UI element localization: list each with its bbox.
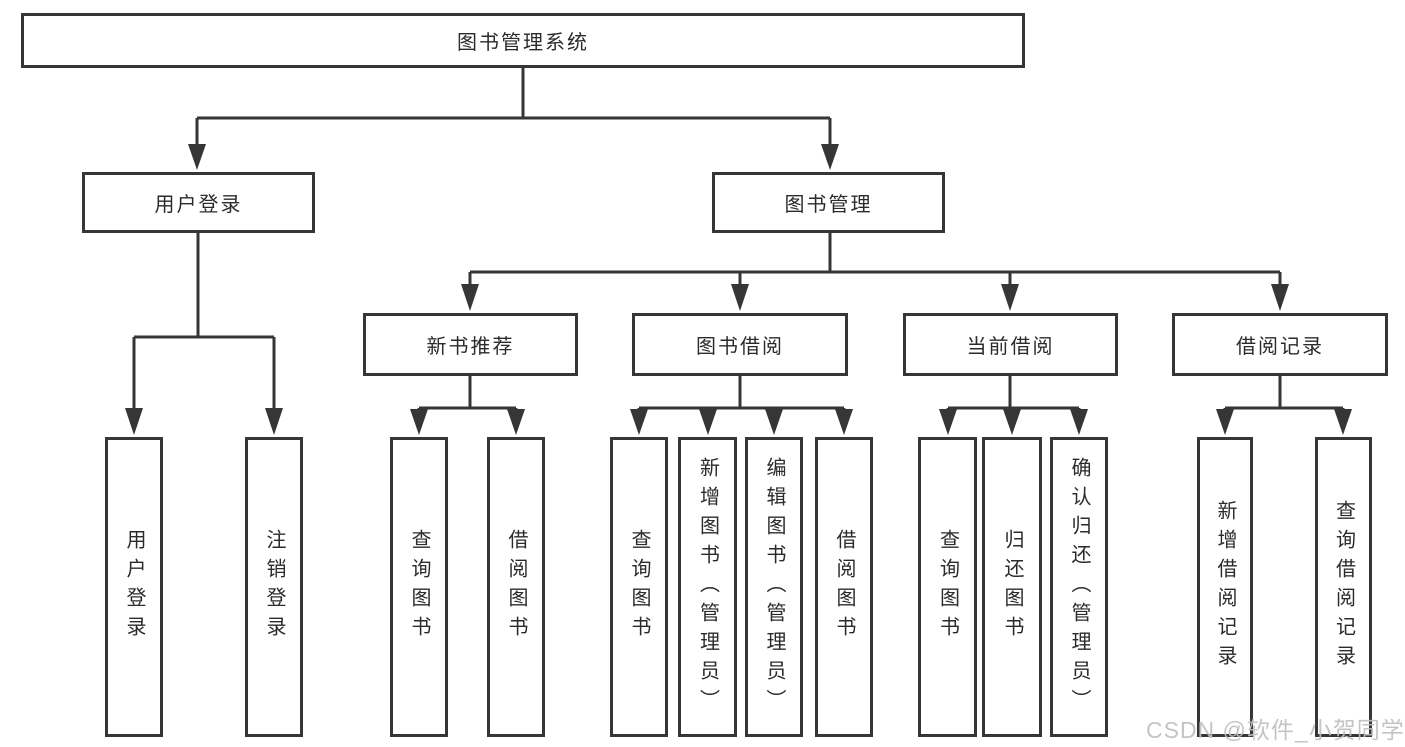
node-library-system: 图书管理系统 [21,13,1025,68]
connector-book-management [468,233,1282,286]
arrowheads [125,144,1352,435]
node-user-login: 用户登录 [82,172,315,233]
connector-user-login [132,233,276,410]
leaf-edit-books-admin: 编辑图书（管理员） [745,437,803,737]
connector-current-borrow [946,376,1081,411]
arrow-down-icon [125,408,143,435]
leaf-add-borrow-record: 新增借阅记录 [1197,437,1253,737]
leaf-query-borrow-record: 查询借阅记录 [1315,437,1372,737]
arrow-down-icon [1334,409,1352,435]
arrow-down-icon [699,409,717,435]
connector-book-borrow [637,376,846,411]
leaf-borrow-books-2: 借阅图书 [815,437,873,737]
arrow-down-icon [765,409,783,435]
leaf-logout: 注销登录 [245,437,303,737]
arrow-down-icon [835,409,853,435]
arrow-down-icon [821,144,839,170]
node-borrow-records: 借阅记录 [1172,313,1388,376]
connector-root [195,68,832,146]
arrow-down-icon [188,144,206,170]
connector-new-book-recommend [417,376,518,411]
leaf-return-books: 归还图书 [982,437,1042,737]
node-new-book-recommend: 新书推荐 [363,313,578,376]
arrow-down-icon [265,408,283,435]
arrow-down-icon [1003,409,1021,435]
arrow-down-icon [1271,284,1289,311]
node-book-management: 图书管理 [712,172,945,233]
arrow-down-icon [939,409,957,435]
node-book-borrow: 图书借阅 [632,313,848,376]
arrow-down-icon [507,409,525,435]
arrow-down-icon [1216,409,1234,435]
leaf-confirm-return-admin: 确认归还（管理员） [1050,437,1108,737]
leaf-query-books-2: 查询图书 [610,437,668,737]
arrow-down-icon [410,409,428,435]
arrow-down-icon [731,284,749,311]
connector-borrow-records [1223,376,1345,411]
arrow-down-icon [461,284,479,311]
leaf-query-books-1: 查询图书 [390,437,448,737]
leaf-add-books-admin: 新增图书（管理员） [678,437,737,737]
leaf-user-login: 用户登录 [105,437,163,737]
arrow-down-icon [630,409,648,435]
leaf-query-books-3: 查询图书 [918,437,977,737]
arrow-down-icon [1070,409,1088,435]
arrow-down-icon [1001,284,1019,311]
node-current-borrow: 当前借阅 [903,313,1118,376]
leaf-borrow-books-1: 借阅图书 [487,437,545,737]
